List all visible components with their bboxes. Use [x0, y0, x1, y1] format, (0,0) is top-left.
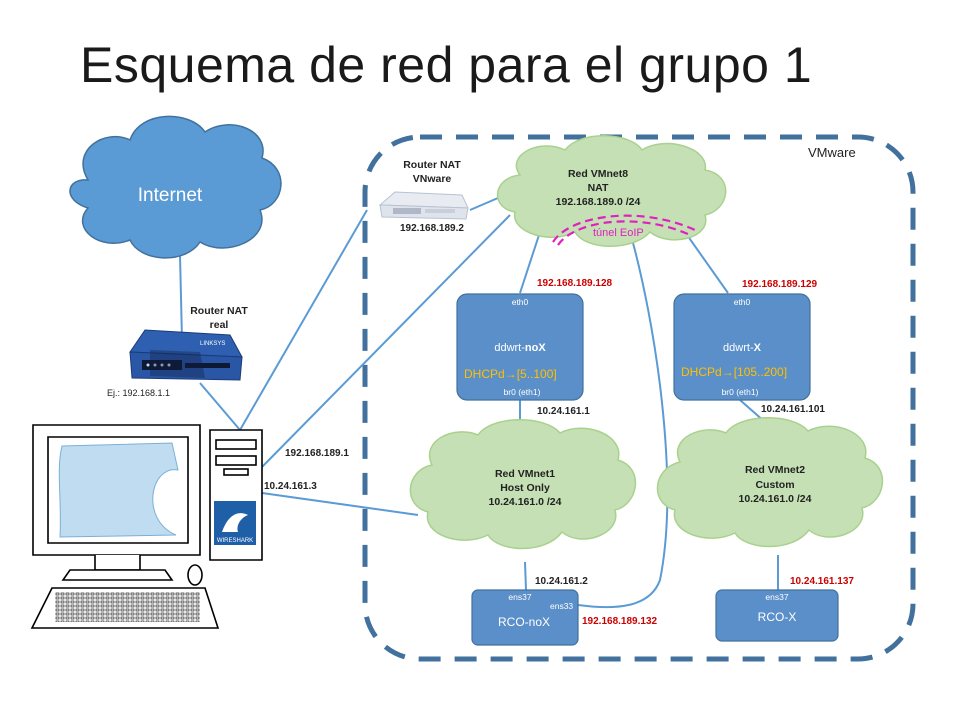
ddwrt-x-br0: br0 (eth1) — [722, 387, 759, 397]
vmnet8-label-2: NAT — [588, 182, 609, 194]
ip-rco-x-ens37: 10.24.161.137 — [790, 576, 854, 587]
rco-nox-ens33: ens33 — [550, 601, 573, 611]
connection-lines — [179, 194, 783, 609]
vmnet8-label-1: Red VMnet8 — [568, 168, 628, 180]
ip-nox-br0: 10.24.161.1 — [537, 406, 590, 417]
vmnet8-label-3: 192.168.189.0 /24 — [556, 196, 641, 208]
ddwrt-x-box: eth0 ddwrt-X DHCPd→[105..200] br0 (eth1) — [673, 293, 811, 401]
rco-x-ens37: ens37 — [765, 592, 788, 602]
ddwrt-x-name-bold: X — [754, 342, 762, 354]
ddwrt-x-name-prefix: ddwrt- — [723, 342, 754, 354]
page-title: Esquema de red para el grupo 1 — [80, 37, 813, 93]
ddwrt-x-eth0: eth0 — [734, 297, 751, 307]
link-pc-vmnet1 — [261, 492, 419, 516]
ddwrt-nox-box: eth0 ddwrt-noX DHCPd→[5..100] br0 (eth1) — [456, 293, 584, 401]
ip-rco-nox-ens37: 10.24.161.2 — [535, 576, 588, 587]
vmnet2-cloud: Red VMnet2 Custom 10.24.161.0 /24 — [656, 417, 883, 548]
vmnet8-cloud: Red VMnet8 NAT 192.168.189.0 /24 — [496, 135, 727, 247]
vmnet2-label-2: Custom — [755, 479, 794, 491]
rco-x-name: RCO-X — [758, 610, 797, 624]
ddwrt-nox-br0: br0 (eth1) — [504, 387, 541, 397]
router-brand: LINKSYS — [200, 341, 225, 347]
link-router-pc — [199, 382, 241, 431]
tunnel-label: túnel EoIP — [593, 227, 644, 239]
ip-x-br0: 10.24.161.101 — [761, 404, 825, 415]
link-vmnet1-rconox — [524, 561, 527, 591]
vmnet2-label-3: 10.24.161.0 /24 — [739, 493, 812, 505]
link-pc-vmnet8 — [261, 214, 511, 468]
ddwrt-nox-dhcp-range: [5..100] — [517, 367, 557, 381]
vmnet1-cloud: Red VMnet1 Host Only 10.24.161.0 /24 — [409, 419, 636, 550]
ddwrt-nox-dhcp-prefix: DHCPd — [464, 367, 505, 381]
router-vmware-icon — [378, 191, 469, 220]
rco-x-box: ens37 RCO-X — [715, 589, 839, 642]
link-pc-routervmware — [239, 209, 368, 431]
wireshark-label: WIRESHARK — [217, 538, 253, 544]
ip-pc-vmnet8: 192.168.189.1 — [285, 448, 349, 459]
ddwrt-x-dhcp: DHCPd→[105..200] — [681, 365, 787, 379]
router-real-label-1: Router NAT — [190, 305, 248, 317]
ip-rco-nox-ens33: 192.168.189.132 — [582, 616, 658, 627]
internet-label: Internet — [138, 185, 203, 206]
vmware-boundary — [362, 134, 916, 662]
ddwrt-x-dhcp-range: [105..200] — [734, 365, 787, 379]
ip-x-eth0: 192.168.189.129 — [742, 279, 818, 290]
ddwrt-nox-name-prefix: ddwrt- — [494, 342, 525, 354]
vmnet1-label-2: Host Only — [500, 482, 550, 494]
ddwrt-x-name: ddwrt-X — [723, 342, 762, 354]
link-vmnet8-ddwrtnox — [519, 231, 541, 294]
ddwrt-nox-name-bold: noX — [525, 342, 546, 354]
ip-pc-vmnet1: 10.24.161.3 — [264, 481, 317, 492]
ddwrt-nox-dhcp-arrow: → — [505, 367, 517, 381]
ddwrt-x-dhcp-prefix: DHCPd — [681, 365, 722, 379]
router-real-ip: Ej.: 192.168.1.1 — [107, 388, 170, 398]
link-vmnet8-rconox-ens33 — [577, 231, 669, 609]
eoip-tunnel — [552, 214, 696, 246]
rco-nox-box: ens37 ens33 RCO-noX — [471, 589, 579, 646]
vmnet2-label-1: Red VMnet2 — [745, 464, 805, 476]
rco-nox-name: RCO-noX — [498, 615, 550, 629]
link-internet-router — [179, 254, 183, 341]
ip-nox-eth0: 192.168.189.128 — [537, 278, 613, 289]
ddwrt-x-dhcp-arrow: → — [722, 365, 734, 379]
vmnet1-label-1: Red VMnet1 — [495, 468, 555, 480]
pc-icon — [30, 424, 263, 629]
vmnet1-label-3: 10.24.161.0 /24 — [489, 496, 562, 508]
router-vmware-label-2: VNware — [413, 173, 452, 185]
vmware-label: VMware — [808, 145, 856, 160]
internet-cloud: Internet — [69, 115, 282, 259]
router-vmware-label-1: Router NAT — [403, 159, 461, 171]
router-vmware-ip: 192.168.189.2 — [400, 223, 464, 234]
ddwrt-nox-dhcp: DHCPd→[5..100] — [464, 367, 557, 381]
router-real-icon: LINKSYS — [129, 329, 243, 381]
ddwrt-nox-name: ddwrt-noX — [494, 342, 546, 354]
router-real-label-2: real — [210, 319, 229, 331]
wireshark-icon: WIRESHARK — [214, 501, 256, 545]
ddwrt-nox-eth0: eth0 — [512, 297, 529, 307]
rco-nox-ens37: ens37 — [508, 592, 531, 602]
